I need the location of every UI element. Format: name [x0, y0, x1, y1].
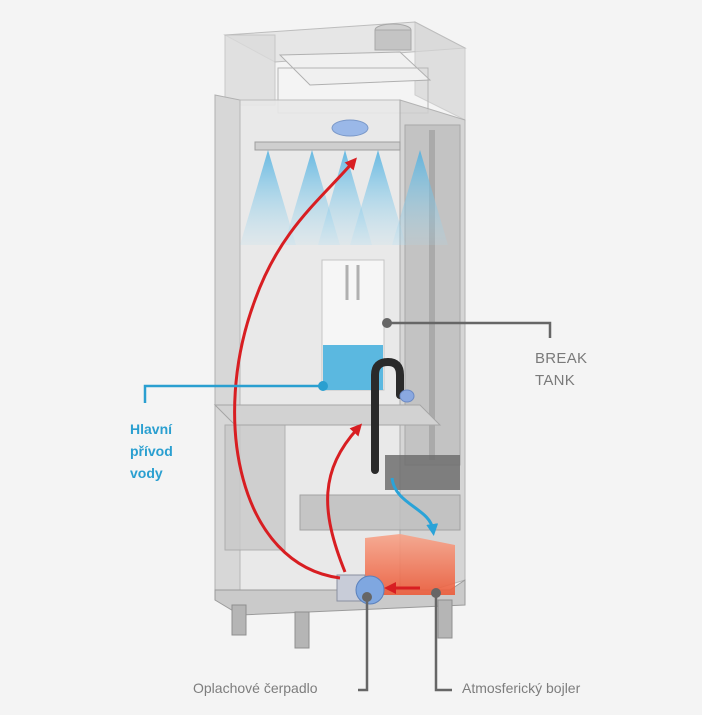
leg-front-left	[231, 604, 247, 636]
break-tank-label-line1: BREAK	[535, 350, 588, 367]
inlet-valve	[399, 389, 415, 403]
wash-arm	[254, 141, 401, 151]
hot-water-flow	[233, 157, 420, 594]
spray-cone	[392, 150, 448, 245]
main-water-supply-label-line2: přívod	[130, 443, 173, 459]
flow-arrow-to-wash-arm	[233, 157, 357, 580]
cold-water-flow-arrow	[390, 477, 439, 536]
break-tank-callout-line	[387, 321, 552, 338]
leg-back-right	[437, 599, 453, 639]
main-water-supply-label-line3: vody	[130, 465, 163, 481]
rinse-pump	[336, 574, 385, 605]
pump-callout-line	[358, 597, 369, 692]
break-tank-label-line2: TANK	[535, 372, 576, 389]
water-supply-callout-line	[143, 384, 323, 403]
boiler-callout-line	[434, 593, 452, 692]
atmospheric-boiler-label: Atmosferický bojler	[462, 680, 581, 696]
drain-block	[385, 455, 460, 490]
overflow-pipe	[371, 357, 404, 474]
wash-tank-shelf	[213, 404, 442, 426]
sump-box	[224, 424, 286, 551]
callouts	[143, 318, 552, 692]
spray-cone	[350, 150, 406, 245]
break-tank-label: BREAK TANK	[535, 348, 587, 392]
flow-arrow-to-lower-arm	[326, 423, 363, 573]
rinse-pump-label: Oplachové čerpadlo	[193, 680, 318, 696]
boiler-body	[365, 534, 455, 595]
hood-side	[414, 21, 466, 121]
leg-front-right	[294, 611, 310, 649]
vent-cylinder	[374, 29, 412, 51]
pump-callout-dot	[362, 592, 372, 602]
boiler-callout-dot	[431, 588, 441, 598]
break-tank-callout-dot	[382, 318, 392, 328]
lower-panel	[299, 494, 461, 531]
spray-cone	[240, 150, 296, 245]
hood-front	[224, 34, 276, 106]
main-water-supply-label-line1: Hlavní	[130, 421, 173, 437]
atmospheric-boiler	[365, 534, 455, 595]
main-water-supply-label: Hlavní přívod vody	[130, 418, 173, 484]
wash-arm-hub	[331, 119, 369, 137]
spray-cones	[240, 150, 448, 245]
water-supply-callout-dot	[318, 381, 328, 391]
